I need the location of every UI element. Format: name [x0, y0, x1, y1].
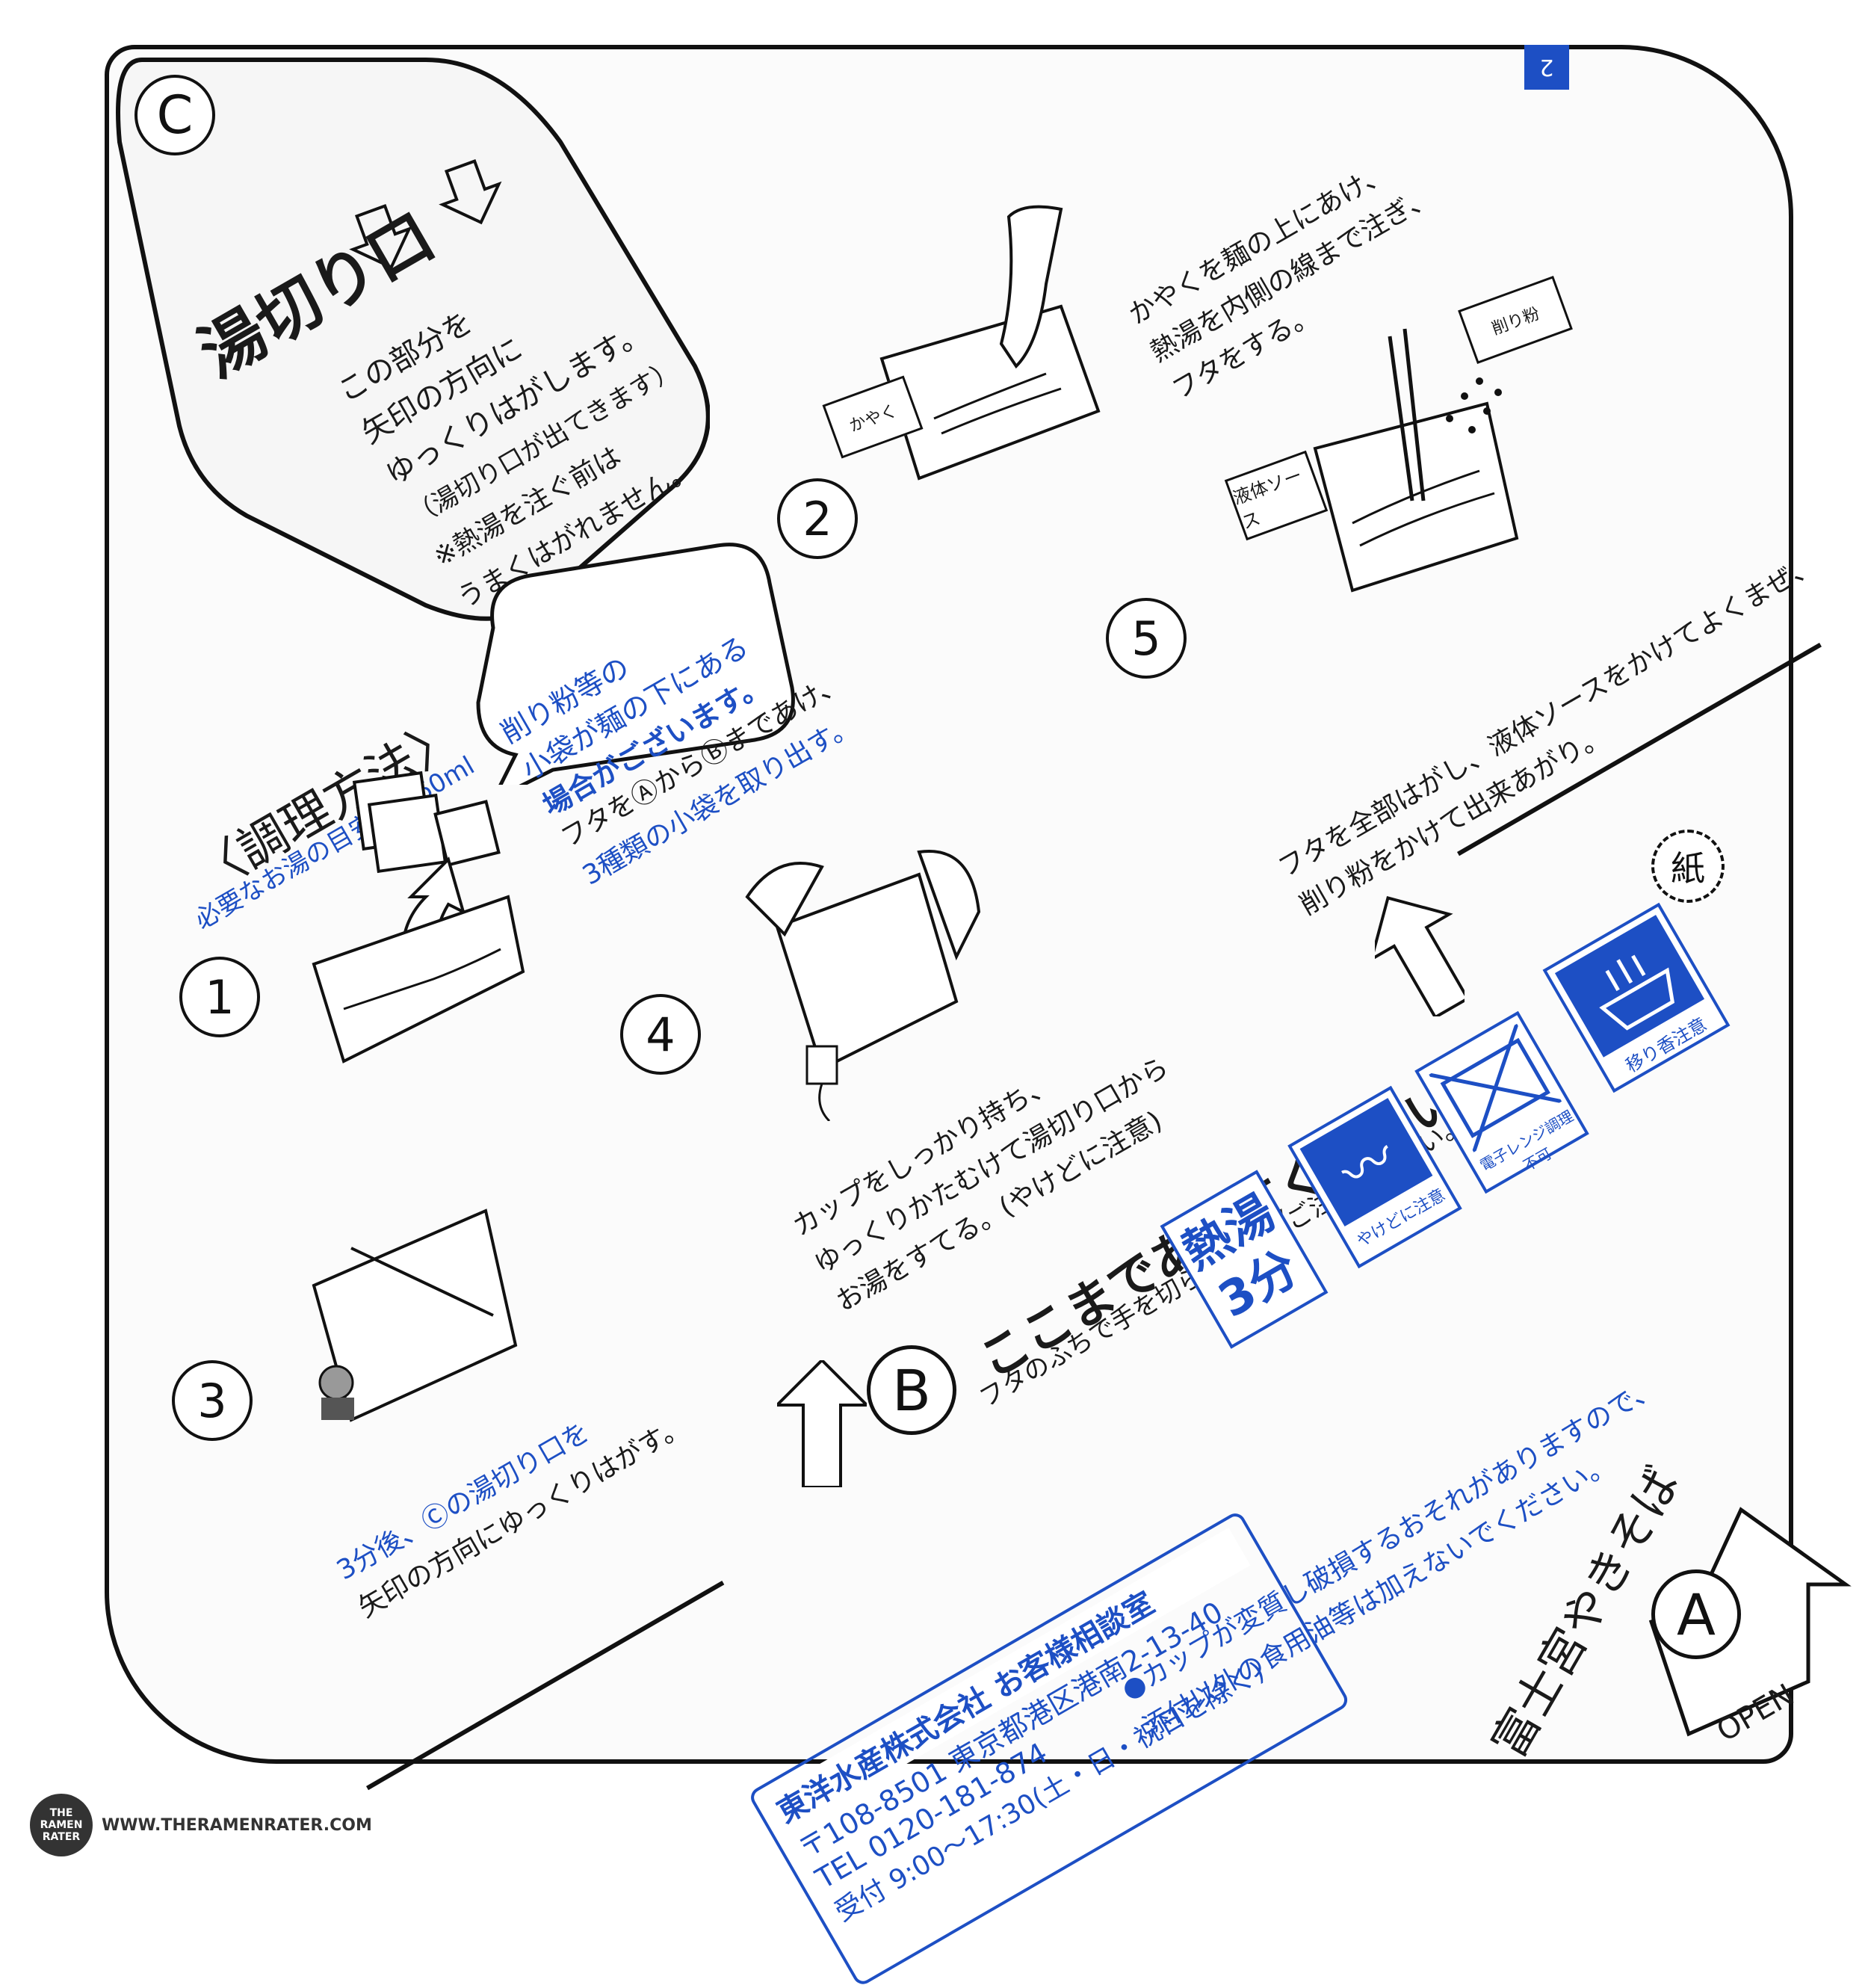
step-2-illustration [822, 194, 1121, 523]
step-4-number: 4 [620, 994, 701, 1075]
arrow-up-right [1369, 889, 1470, 1019]
step-2-number: 2 [777, 478, 858, 559]
page-marker: 2 [1524, 45, 1569, 90]
ramen-rater-logo: THE RAMEN RATER [30, 1794, 93, 1856]
label-a[interactable]: A [1651, 1569, 1741, 1659]
step-1-number: 1 [179, 957, 260, 1037]
arrow-up-left [773, 1358, 870, 1489]
no-microwave-icon: 電子レンジ調理不可 [1414, 1010, 1589, 1194]
step-5-illustration [1240, 299, 1584, 613]
step-5-number: 5 [1106, 598, 1187, 679]
bubble-shape [476, 543, 795, 804]
step-1-illustration [299, 747, 545, 1076]
note-bubble: 削り粉等の 小袋が麺の下にある 場合がございます。 [448, 538, 800, 822]
step-3-number: 3 [172, 1360, 253, 1441]
odor-transfer-icon: 移り香注意 [1542, 902, 1731, 1093]
label-b[interactable]: B [867, 1345, 956, 1435]
step-4-illustration [732, 807, 1001, 1123]
paper-recycle-icon: 紙 [1651, 830, 1725, 903]
label-c: C [134, 75, 215, 155]
watermark-url[interactable]: WWW.THERAMENRATER.COM [102, 1815, 372, 1835]
watermark: THE RAMEN RATER WWW.THERAMENRATER.COM [30, 1794, 372, 1856]
step-3-illustration [299, 1173, 538, 1427]
